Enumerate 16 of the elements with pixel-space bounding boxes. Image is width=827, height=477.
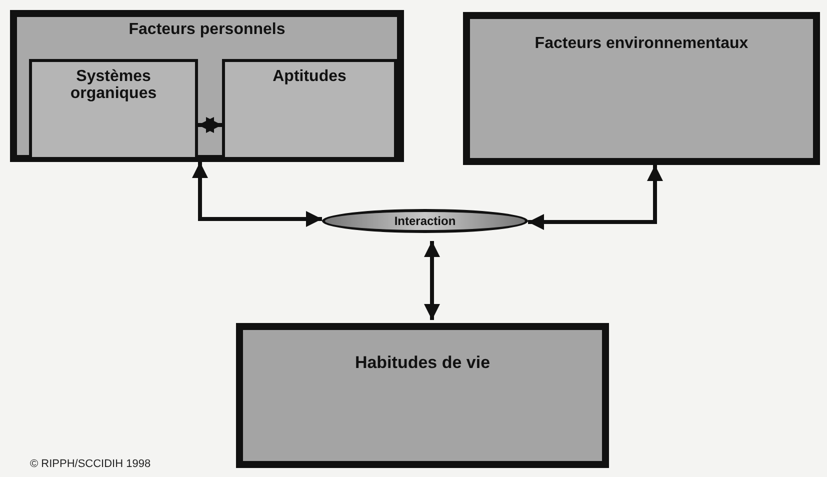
- arrow: [198, 117, 222, 133]
- node-label: Facteurs environnementaux: [534, 35, 750, 52]
- sub-box: [222, 59, 397, 160]
- copyright-note: © RIPPH/SCCIDIH 1998: [30, 458, 151, 470]
- node-label: Systèmes organiques: [69, 68, 158, 102]
- node-label: Habitudes de vie: [354, 354, 492, 372]
- factor-box: [463, 12, 820, 165]
- node-label: Facteurs personnels: [128, 21, 286, 38]
- node-label: Interaction: [393, 215, 457, 228]
- factor-box: [10, 10, 404, 162]
- node-label: Aptitudes: [272, 68, 348, 85]
- arrow: [424, 241, 440, 320]
- sub-box: [29, 59, 198, 160]
- arrow: [192, 162, 322, 227]
- arrow: [528, 165, 663, 230]
- factor-box: [236, 323, 609, 468]
